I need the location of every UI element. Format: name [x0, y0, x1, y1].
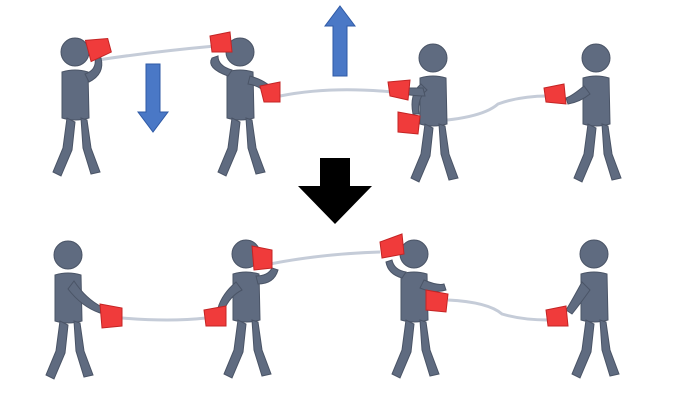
person-4 — [565, 43, 622, 183]
cup-1 — [84, 37, 112, 63]
person-4 — [565, 239, 620, 379]
arrow-up-icon — [324, 5, 356, 77]
cup-2a — [209, 31, 233, 53]
string-b3-4 — [447, 298, 549, 322]
bottom-row — [45, 233, 620, 380]
string-2-3 — [279, 88, 393, 98]
person-3 — [402, 43, 459, 183]
string-b2-3 — [269, 250, 381, 266]
top-row — [52, 5, 622, 183]
cup-4 — [543, 83, 567, 105]
cup-b2b — [203, 305, 227, 327]
person-2 — [217, 239, 279, 379]
cup-3b — [397, 111, 421, 135]
person-1 — [45, 240, 103, 380]
arrow-down-icon — [298, 158, 372, 224]
string-3-4 — [417, 94, 549, 124]
string-b1-2 — [121, 316, 207, 322]
string-1-2 — [97, 44, 216, 62]
arrow-down-icon — [137, 63, 169, 133]
cup-b3b — [425, 289, 449, 313]
person-1 — [52, 37, 103, 177]
cup-b4 — [545, 305, 569, 327]
cup-b2a — [251, 245, 273, 271]
cup-2b — [259, 81, 281, 103]
cup-b1 — [99, 303, 123, 329]
cup-b3a — [379, 233, 405, 259]
cup-3a — [387, 79, 411, 101]
person-2 — [210, 37, 275, 177]
